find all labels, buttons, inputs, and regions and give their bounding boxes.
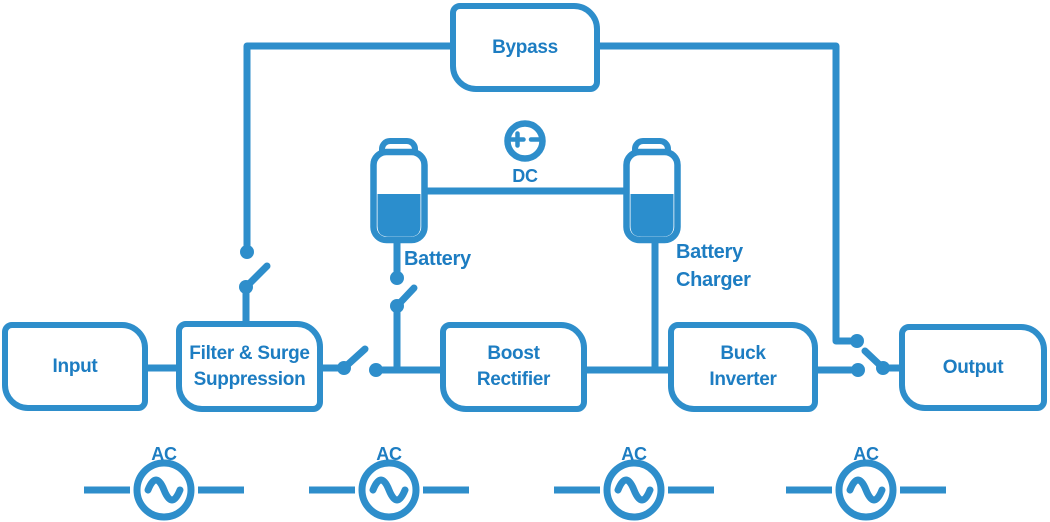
input-block: Input <box>2 322 148 411</box>
switch-contact-dot-bypass <box>850 334 864 348</box>
boost-rectifier-block: Boost Rectifier <box>440 322 587 412</box>
open-switch-icon <box>390 271 418 313</box>
boost-block-label-line1: Boost <box>487 343 540 364</box>
plus-icon <box>509 131 526 148</box>
ac-label-4: AC <box>853 444 879 464</box>
sine-wave-icon <box>369 476 409 504</box>
ac-label-2: AC <box>376 444 402 464</box>
filter-surge-suppression-block: Filter & Surge Suppression <box>176 321 323 412</box>
ac-source-icon <box>554 459 714 521</box>
dc-label: DC <box>512 166 538 186</box>
sine-wave-icon <box>614 476 654 504</box>
ac-source-icon <box>786 459 946 521</box>
sine-wave-icon <box>144 476 184 504</box>
battery-charge-level <box>377 194 421 237</box>
filter-block-label-line1: Filter & Surge <box>189 342 310 364</box>
open-switch-icon <box>337 345 383 377</box>
output-block: Output <box>899 324 1047 411</box>
bypass-block: Bypass <box>450 3 600 92</box>
bypass-block-label: Bypass <box>492 36 558 58</box>
switch-pivot-dot <box>239 280 253 294</box>
switch-contact-dot <box>369 363 383 377</box>
ac-source-icon <box>84 459 244 521</box>
buck-inverter-block: Buck Inverter <box>668 322 818 412</box>
transfer-switch-icon <box>850 334 890 377</box>
switch-pivot-dot <box>337 361 351 375</box>
open-switch-icon <box>239 245 271 294</box>
input-block-label: Input <box>52 355 98 377</box>
wire-bypass-left <box>243 42 452 252</box>
battery-icon <box>370 138 428 244</box>
switch-pivot-dot <box>390 299 404 313</box>
dc-source-icon <box>504 120 546 162</box>
battery-charger-icon <box>623 138 681 244</box>
sine-wave-icon <box>846 476 886 504</box>
boost-block-label-line2: Rectifier <box>476 369 551 390</box>
ac-label-3: AC <box>621 444 647 464</box>
switch-contact-dot <box>390 271 404 285</box>
filter-block-label-line2: Suppression <box>193 368 306 390</box>
ac-label-1: AC <box>151 444 177 464</box>
battery-label: Battery <box>404 248 471 270</box>
switch-contact-dot-inverter <box>851 363 865 377</box>
battery-charge-level <box>630 194 674 237</box>
buck-block-label-line2: Inverter <box>709 369 777 390</box>
battery-charger-label: Battery Charger <box>676 241 751 291</box>
switch-contact-dot <box>240 245 254 259</box>
ac-source-icon <box>309 459 469 521</box>
output-block-label: Output <box>942 356 1004 378</box>
buck-block-label-line1: Buck <box>720 343 766 364</box>
wire-bypass-right <box>600 42 852 345</box>
switch-pivot-dot <box>876 361 890 375</box>
